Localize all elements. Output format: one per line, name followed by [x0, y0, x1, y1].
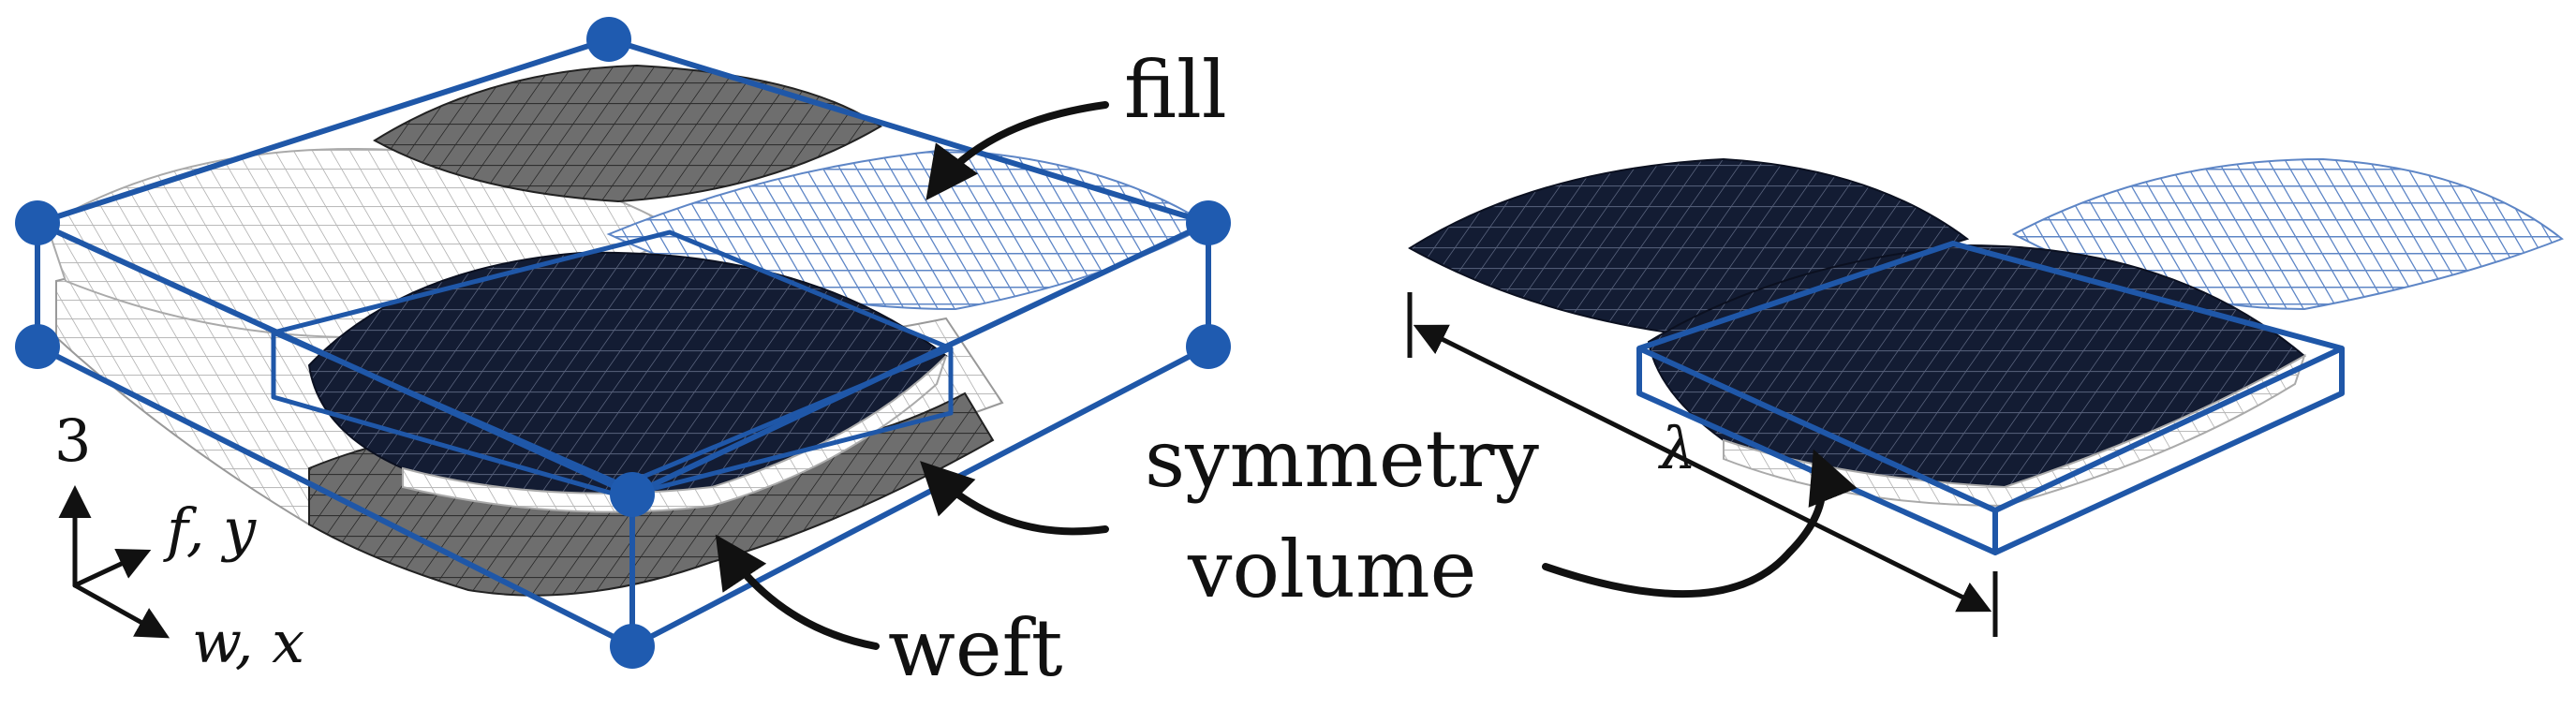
coordinate-axes: [58, 485, 170, 639]
unit-cell-corner-nodes: [15, 17, 1231, 669]
lambda-label: λ: [1660, 414, 1697, 482]
axis-wx-label: w, x: [192, 608, 305, 676]
axis-fy-label: f, y: [167, 495, 257, 564]
weft-tow-front-dark: [307, 251, 948, 513]
fill-tow-back-dark: [373, 64, 882, 203]
callout-arrows: [715, 101, 1858, 650]
symmetry-label-line2: volume: [1188, 524, 1477, 615]
fill-label: fill: [1124, 44, 1227, 136]
symmetry-label-line1: symmetry: [1145, 413, 1539, 505]
right-dark-tow-back: [1408, 157, 1970, 339]
weft-label: weft: [888, 602, 1063, 694]
lambda-dimension: [1407, 292, 1998, 637]
axis-3-label: 3: [54, 406, 92, 475]
